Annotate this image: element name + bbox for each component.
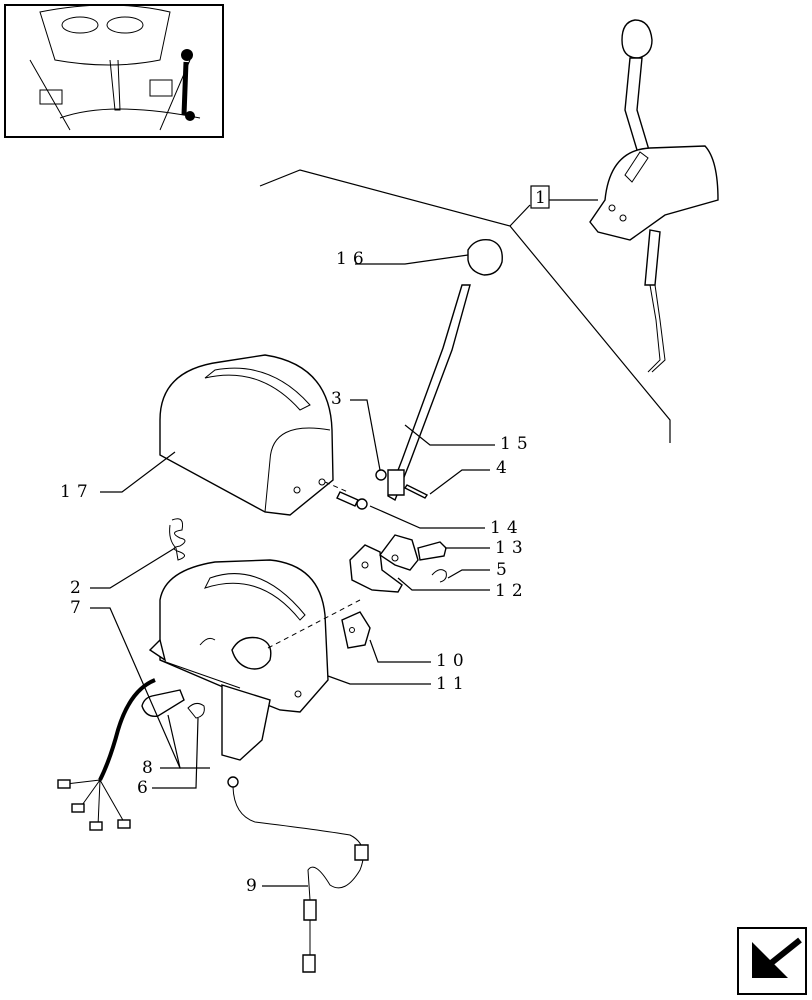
part-3-nut: [375, 469, 387, 481]
callout-9: 9: [246, 876, 263, 896]
callout-12: 12: [495, 581, 529, 601]
callout-17: 17: [60, 482, 94, 502]
part-7-harness: [57, 678, 156, 831]
callout-1: 1: [535, 188, 552, 208]
callout-16: 16: [336, 249, 370, 269]
part-6-clip: [187, 702, 205, 719]
callout-13: 13: [495, 538, 529, 558]
callout-box-1: [530, 185, 550, 209]
part-14-pin: [336, 491, 368, 510]
part-13-bolt: [417, 541, 447, 561]
callout-4: 4: [496, 458, 513, 478]
callout-10: 10: [436, 651, 470, 671]
part-2-spring: [169, 518, 186, 561]
callout-2: 2: [70, 578, 87, 598]
next-page-arrow-icon[interactable]: [737, 927, 807, 995]
callout-labels: 1 16 3 15 4 17 14 13 5 12 2 7 10 11 8 6 …: [60, 185, 552, 896]
callout-8: 8: [142, 758, 159, 778]
part-12-bracket: [349, 534, 419, 593]
callout-3: 3: [331, 389, 348, 409]
callout-6: 6: [137, 778, 154, 798]
callout-7: 7: [70, 598, 87, 618]
part-8-pin: [141, 689, 185, 717]
part-15-lever: [387, 284, 471, 502]
callout-leaders: [90, 254, 495, 887]
assembled-shift-lever: [589, 19, 719, 373]
callout-15: 15: [500, 434, 534, 454]
part-11-housing: [148, 559, 361, 761]
part-17-cover: [159, 354, 349, 516]
callout-11: 11: [436, 674, 470, 694]
part-9-cable: [227, 776, 369, 973]
part-16-knob: [467, 239, 503, 276]
locator-thumbnail: [4, 4, 224, 138]
part-10-switch: [341, 611, 371, 649]
callout-14: 14: [490, 518, 524, 538]
part-4-bolt: [403, 484, 429, 499]
reference-leaders: [259, 169, 671, 443]
part-5-clip: [431, 569, 447, 583]
callout-5: 5: [496, 560, 513, 580]
